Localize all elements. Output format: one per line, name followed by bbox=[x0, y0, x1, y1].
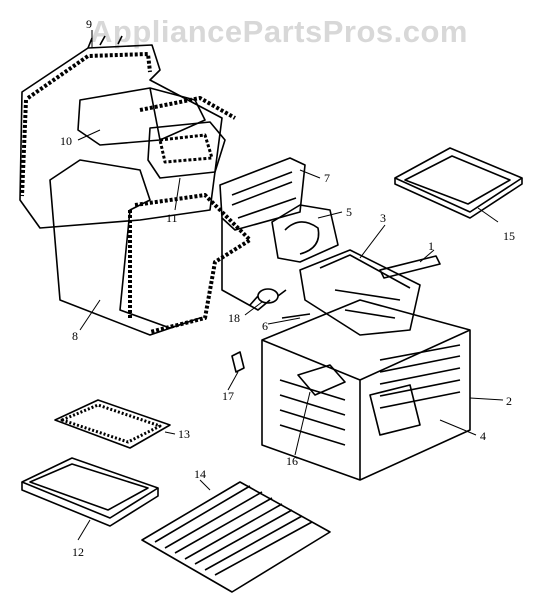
callout-17: 17 bbox=[222, 389, 234, 403]
part-11-insulation-block bbox=[147, 121, 226, 179]
part-2-oven-liner bbox=[261, 299, 471, 481]
callout-18: 18 bbox=[228, 311, 240, 325]
callout-5: 5 bbox=[346, 205, 352, 219]
callout-11: 11 bbox=[166, 211, 178, 225]
part-5-shroud bbox=[271, 204, 339, 263]
part-1-rod bbox=[379, 255, 441, 279]
callout-8: 8 bbox=[72, 329, 78, 343]
callout-15: 15 bbox=[503, 229, 515, 243]
callout-14: 14 bbox=[194, 467, 206, 481]
part-13-broiler-grid bbox=[54, 399, 171, 449]
callout-1: 1 bbox=[428, 239, 434, 253]
callout-13: 13 bbox=[178, 427, 190, 441]
part-14-oven-rack bbox=[141, 481, 331, 593]
callout-4: 4 bbox=[480, 429, 486, 443]
leader-lines bbox=[77, 30, 504, 541]
part-9-rear-insulation bbox=[19, 35, 223, 229]
callout-3: 3 bbox=[380, 211, 386, 225]
callout-12: 12 bbox=[72, 545, 84, 559]
callout-labels: 1 2 3 4 5 6 7 8 9 10 11 12 13 14 15 16 1… bbox=[60, 17, 515, 559]
callout-10: 10 bbox=[60, 134, 72, 148]
part-3-element-cover bbox=[299, 249, 421, 336]
callout-6: 6 bbox=[262, 319, 268, 333]
part-12-broiler-pan bbox=[21, 457, 159, 527]
callout-9: 9 bbox=[86, 17, 92, 31]
callout-7: 7 bbox=[324, 171, 330, 185]
callout-16: 16 bbox=[286, 454, 298, 468]
part-8-side-insulation bbox=[49, 159, 252, 336]
watermark-text: AppliancePartsPros.com bbox=[90, 14, 468, 49]
part-10-top-insulation bbox=[77, 87, 236, 146]
part-6-screw bbox=[281, 313, 311, 319]
part-7-vent-panel bbox=[219, 157, 306, 311]
part-17-clip bbox=[231, 351, 245, 373]
part-18-bracket bbox=[249, 288, 287, 306]
callout-2: 2 bbox=[506, 394, 512, 408]
part-15-window bbox=[394, 147, 523, 219]
